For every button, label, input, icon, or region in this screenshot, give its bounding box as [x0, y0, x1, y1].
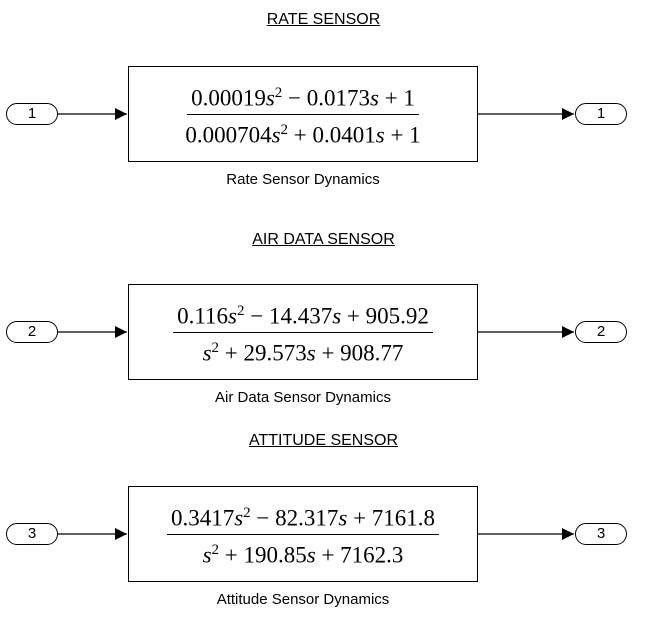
variable-s: s	[306, 340, 316, 366]
coefficient: 0.3417	[170, 505, 235, 531]
coefficient: + 29.573	[219, 340, 307, 366]
exponent: 2	[280, 121, 289, 138]
section-title-rate-sensor: RATE SENSOR	[266, 11, 381, 28]
variable-s: s	[375, 122, 385, 148]
denominator: s2 + 190.85s + 7162.3	[199, 535, 408, 570]
variable-s: s	[202, 340, 212, 366]
constant: + 908.77	[315, 340, 404, 366]
transfer-fcn-attitude-sensor[interactable]: 0.3417s2 − 82.317s + 7161.8 s2 + 190.85s…	[128, 486, 478, 582]
outport-2[interactable]: 2	[575, 321, 627, 343]
variable-s: s	[332, 303, 342, 329]
variable-s: s	[370, 85, 379, 111]
inport-2[interactable]: 2	[6, 321, 58, 343]
coefficient: 0.000704	[185, 122, 272, 148]
coefficient: − 0.0173	[282, 85, 370, 111]
constant: + 905.92	[341, 303, 429, 329]
variable-s: s	[234, 505, 244, 531]
variable-s: s	[202, 542, 212, 568]
coefficient: 0.116	[177, 303, 229, 329]
section-title-air-data-sensor: AIR DATA SENSOR	[252, 231, 395, 248]
inport-3[interactable]: 3	[6, 523, 58, 545]
block-label-air-data-sensor: Air Data Sensor Dynamics	[215, 389, 391, 406]
exponent: 2	[274, 84, 283, 101]
coefficient: + 190.85	[219, 542, 307, 568]
block-label-attitude-sensor: Attitude Sensor Dynamics	[216, 591, 390, 608]
section-title-attitude-sensor: ATTITUDE SENSOR	[248, 432, 399, 449]
exponent: 2	[211, 339, 220, 356]
numerator: 0.00019s2 − 0.0173s + 1	[187, 79, 419, 115]
constant: + 7162.3	[315, 542, 404, 568]
transfer-fcn-rate-sensor[interactable]: 0.00019s2 − 0.0173s + 1 0.000704s2 + 0.0…	[128, 66, 478, 162]
transfer-fcn-air-data-sensor[interactable]: 0.116s2 − 14.437s + 905.92 s2 + 29.573s …	[128, 284, 478, 380]
constant: + 1	[378, 85, 415, 111]
variable-s: s	[306, 542, 316, 568]
inport-1[interactable]: 1	[6, 103, 58, 125]
constant: + 7161.8	[347, 505, 436, 531]
numerator: 0.116s2 − 14.437s + 905.92	[173, 297, 433, 333]
outport-1[interactable]: 1	[575, 103, 627, 125]
variable-s: s	[228, 303, 237, 329]
coefficient: − 14.437	[244, 303, 333, 329]
block-label-rate-sensor: Rate Sensor Dynamics	[226, 171, 380, 188]
variable-s: s	[338, 505, 348, 531]
denominator: 0.000704s2 + 0.0401s + 1	[181, 115, 424, 150]
exponent: 2	[236, 302, 245, 319]
denominator: s2 + 29.573s + 908.77	[199, 333, 408, 368]
variable-s: s	[271, 122, 281, 148]
variable-s: s	[265, 85, 275, 111]
outport-3[interactable]: 3	[575, 523, 627, 545]
coefficient: + 0.0401	[288, 122, 376, 148]
coefficient: − 82.317	[250, 505, 339, 531]
exponent: 2	[243, 504, 251, 521]
coefficient: 0.00019	[191, 85, 266, 111]
numerator: 0.3417s2 − 82.317s + 7161.8	[166, 499, 440, 535]
constant: + 1	[384, 122, 421, 148]
exponent: 2	[211, 541, 220, 558]
